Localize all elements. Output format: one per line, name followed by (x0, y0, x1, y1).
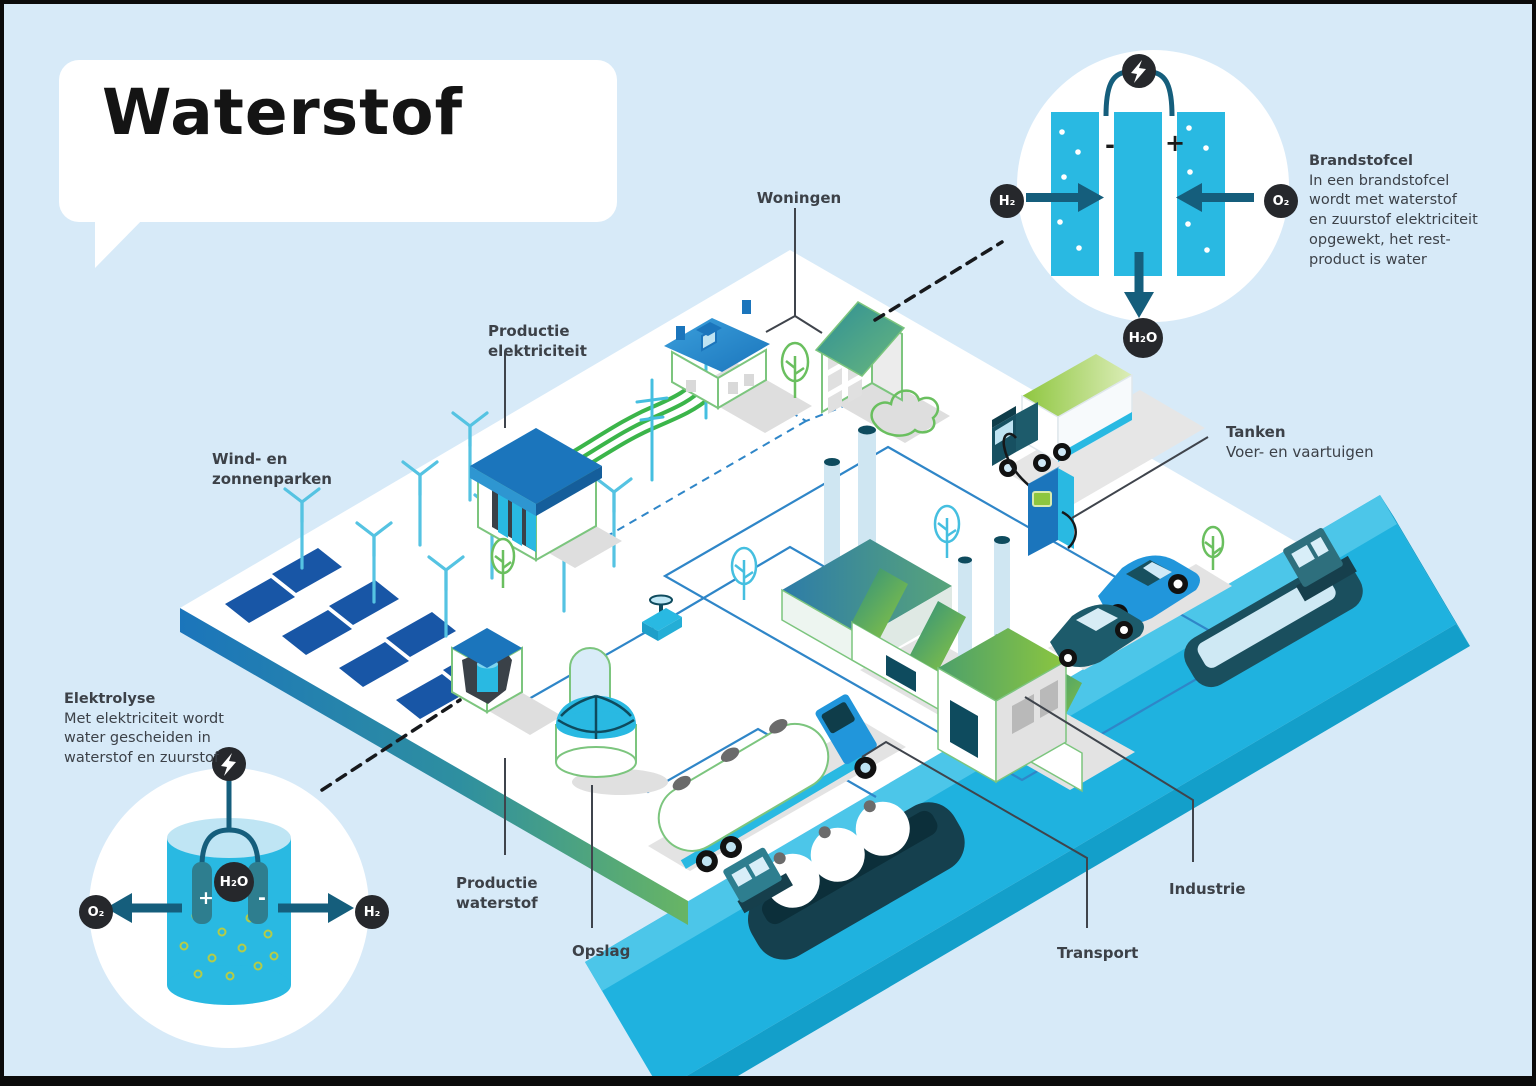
tanker-truck (648, 694, 906, 873)
electricity-plant (470, 428, 622, 568)
fuel-pump (1002, 432, 1077, 556)
houses (664, 300, 950, 443)
h2o-badge: H₂O (1123, 318, 1163, 358)
speech-bubble-tail (95, 212, 150, 268)
title-speech-bubble (59, 60, 617, 222)
lng-ship (723, 800, 965, 960)
callout-productie-elektriciteit: Productie elektriciteit (488, 322, 587, 360)
callout-productie-waterstof: Productie waterstof (456, 874, 538, 912)
trees (490, 341, 1225, 600)
callout-tanken: Tanken Voer- en vaartuigen (1226, 423, 1374, 461)
electrolysis-description: Elektrolyse Met elektriciteit wordt wate… (64, 691, 224, 767)
pipeline-valve (642, 594, 682, 641)
positive-electrode: + (198, 887, 214, 909)
h2o-badge: H₂O (214, 862, 254, 902)
smoke-outline (870, 389, 940, 437)
hydrogen-truck (992, 354, 1133, 477)
h2-badge: H₂ (355, 895, 389, 929)
factory (781, 389, 1135, 793)
hydrogen-plant (451, 628, 562, 735)
callout-woningen: Woningen (756, 189, 842, 207)
barge (1184, 528, 1363, 688)
hydrogen-scene (89, 50, 1470, 1076)
infographic-canvas: Waterstof Woningen Productie elektricite… (4, 4, 1532, 1076)
truck-and-pump (992, 354, 1205, 556)
h2-badge: H₂ (990, 184, 1024, 218)
factory-chimneys (824, 425, 1010, 662)
callout-transport: Transport (1057, 944, 1139, 962)
storage-tank (555, 647, 668, 795)
fuel-cell-diagram (1017, 50, 1289, 322)
callout-industrie: Industrie (1169, 880, 1246, 898)
cars (1048, 555, 1232, 670)
negative-terminal: - (1105, 131, 1115, 159)
car-dark (1050, 604, 1144, 667)
house-b (814, 301, 906, 414)
positive-terminal: + (1164, 129, 1186, 157)
gas-domes (765, 800, 910, 908)
negative-electrode: - (258, 887, 266, 909)
o2-badge: O₂ (1264, 184, 1298, 218)
electrolysis-diagram (89, 747, 369, 1048)
callout-wind-zonnenparken: Wind- en zonnenparken (212, 450, 332, 488)
o2-badge: O₂ (79, 895, 113, 929)
house-a (664, 300, 770, 410)
page-title: Waterstof (102, 76, 463, 149)
factory-office (937, 628, 1067, 784)
callout-opslag: Opslag (572, 942, 631, 960)
dashed-connectors (320, 240, 1004, 792)
fuel-cell-description: Brandstofcel In een brandstofcel wordt m… (1309, 153, 1478, 268)
pointer-lines (504, 208, 1209, 928)
